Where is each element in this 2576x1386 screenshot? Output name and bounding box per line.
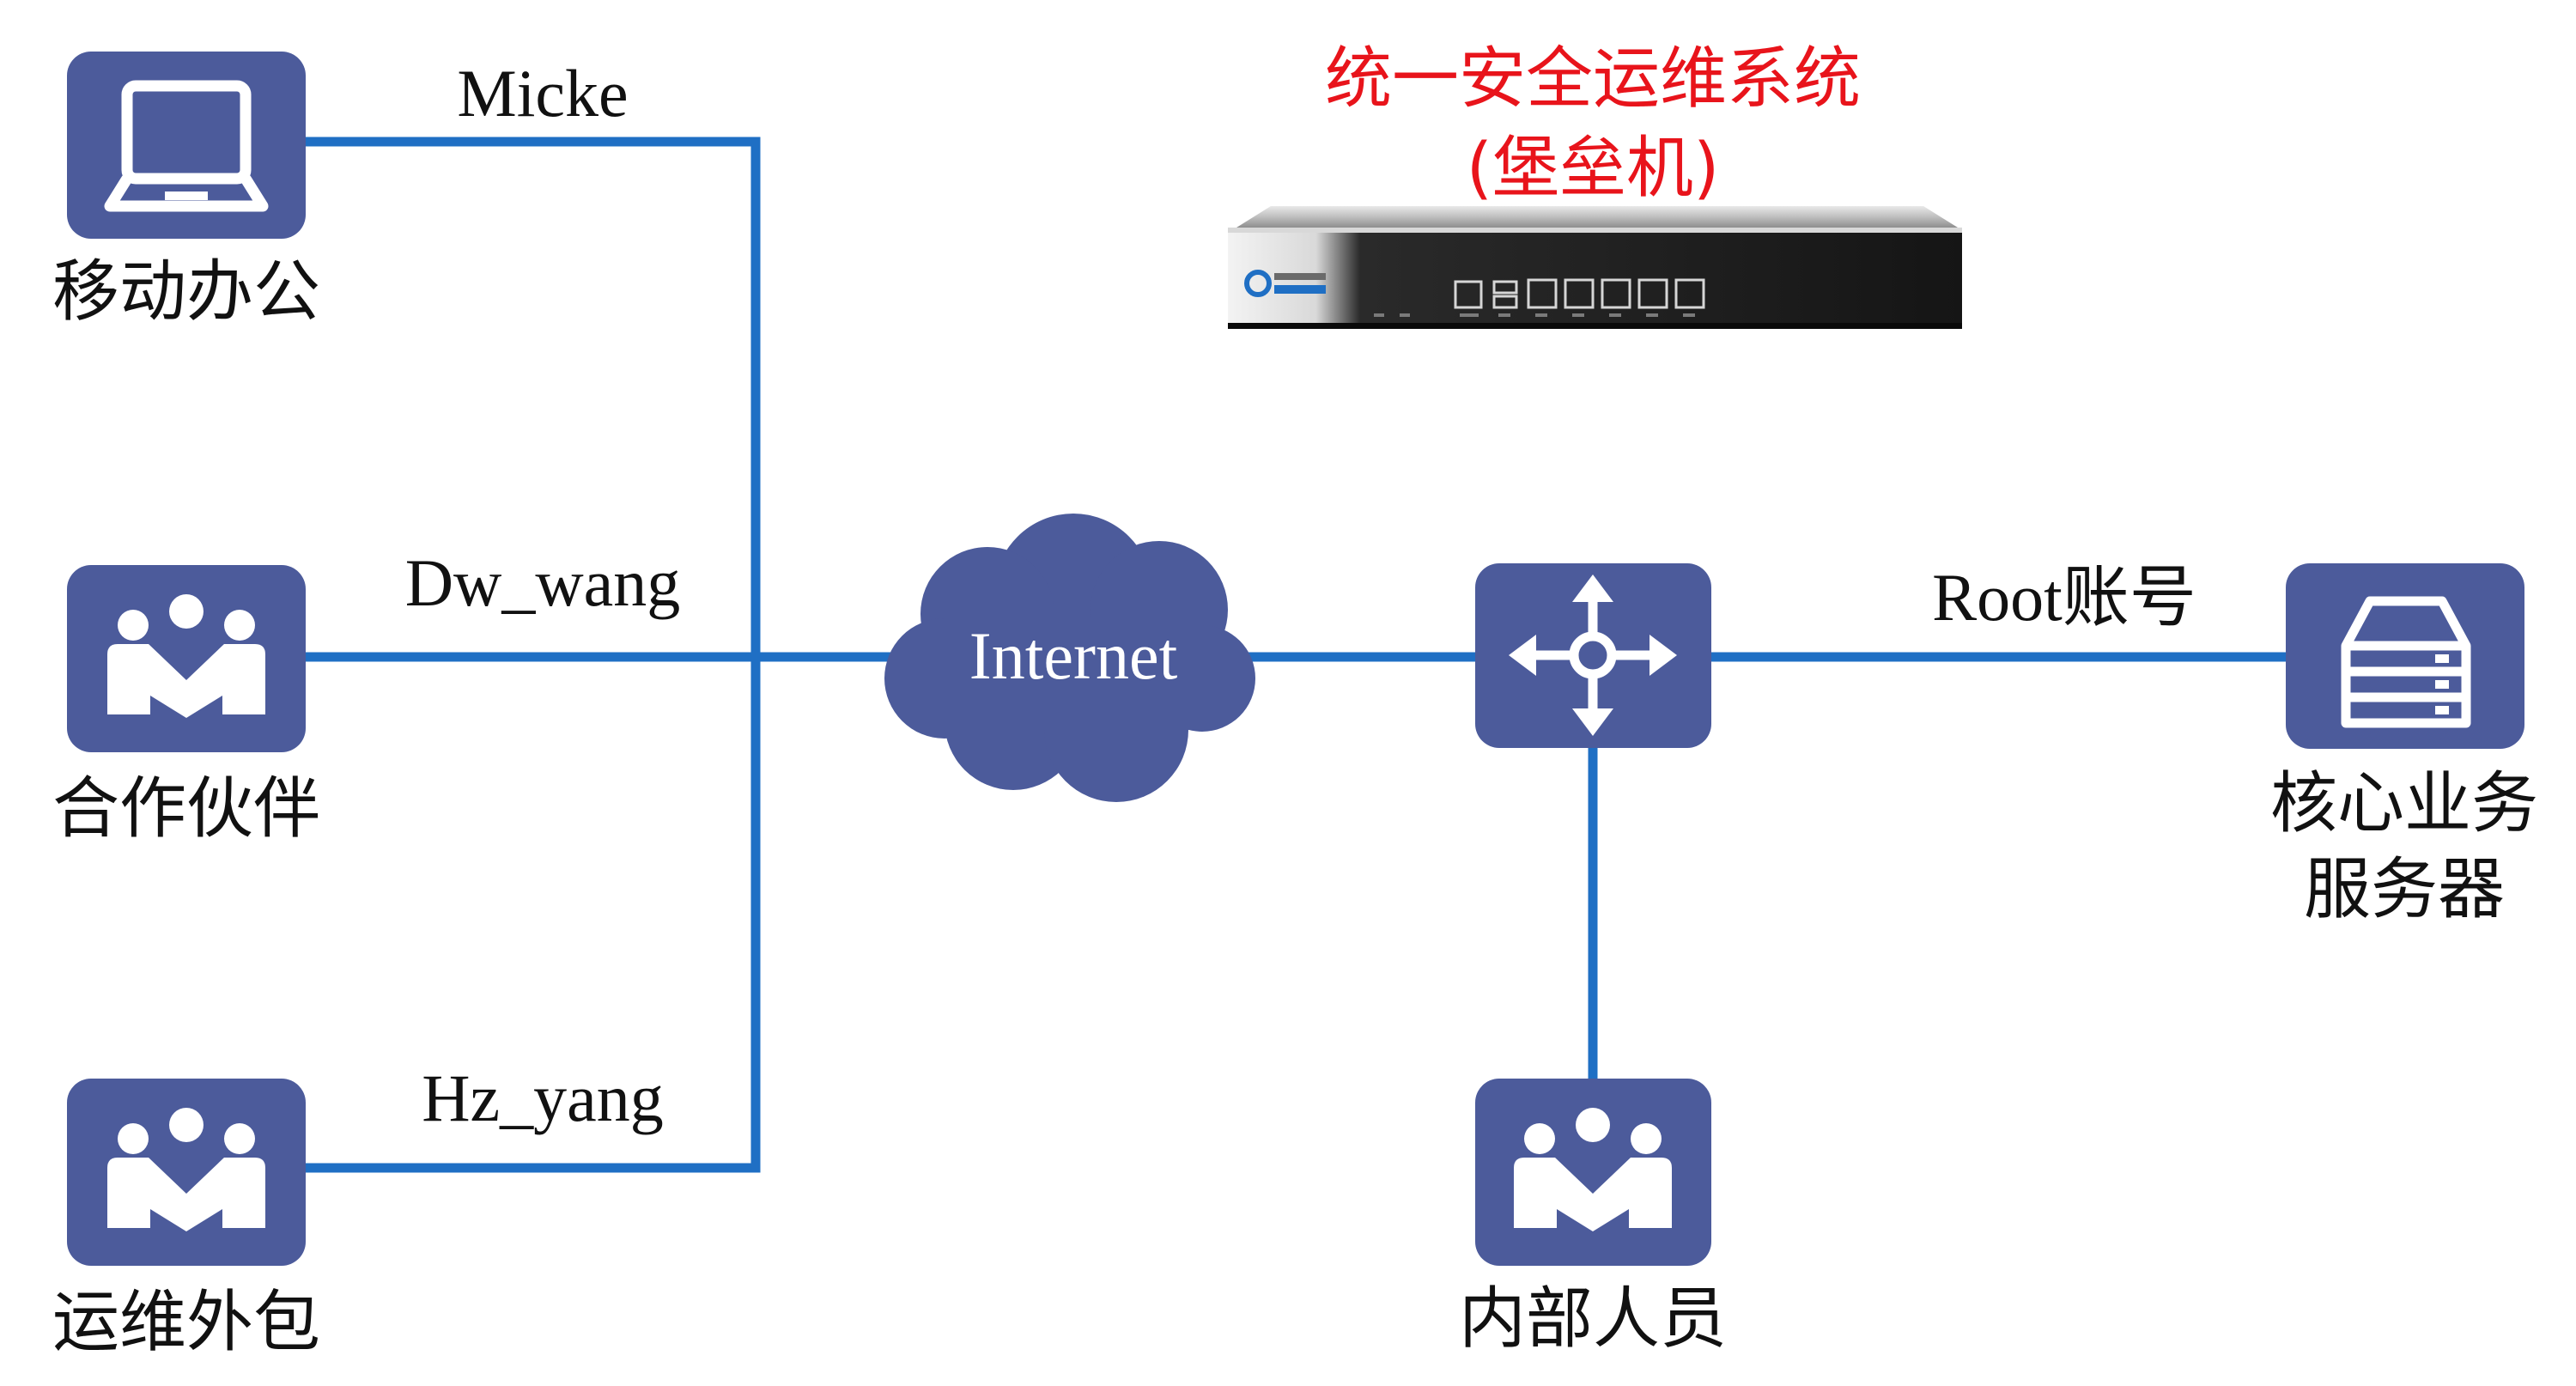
edge-label-mobile-office: Micke bbox=[457, 56, 628, 131]
title-line-2: (堡垒机) bbox=[1467, 130, 1720, 207]
edge-label-core-servers: Root账号 bbox=[1932, 560, 2196, 635]
node-core-servers: 核心业务 服务器 bbox=[2270, 563, 2538, 928]
edge-label-outsourced-ops: Hz_yang bbox=[422, 1061, 664, 1135]
connection-lines bbox=[295, 137, 2298, 1173]
router-icon bbox=[1509, 574, 1677, 736]
internet-label: Internet bbox=[969, 618, 1178, 693]
user-group-icon bbox=[107, 1108, 265, 1231]
internal-staff-tile bbox=[1475, 1079, 1711, 1266]
user-group-icon bbox=[107, 594, 265, 718]
internal-staff-label: 内部人员 bbox=[1459, 1280, 1727, 1358]
title-line-1: 统一安全运维系统 bbox=[1325, 40, 1861, 118]
core-servers-label-line-1: 核心业务 bbox=[2270, 765, 2538, 842]
node-partners: 合作伙伴 bbox=[52, 565, 320, 848]
laptop-icon bbox=[104, 80, 269, 212]
edge-label-partners: Dw_wang bbox=[405, 545, 681, 620]
node-mobile-office: 移动办公 bbox=[52, 52, 320, 331]
partners-tile bbox=[67, 565, 306, 752]
user-group-icon bbox=[1514, 1108, 1672, 1231]
mobile-office-label: 移动办公 bbox=[52, 253, 320, 331]
node-internal-staff: 内部人员 bbox=[1459, 1079, 1727, 1358]
node-outsourced-ops: 运维外包 bbox=[52, 1079, 320, 1361]
outsourced-ops-tile bbox=[67, 1079, 306, 1266]
node-internet: Internet bbox=[884, 514, 1255, 802]
server-icon bbox=[2341, 596, 2471, 728]
core-servers-label-line-2: 服务器 bbox=[2304, 851, 2505, 928]
node-router bbox=[1475, 563, 1711, 748]
outsourced-ops-label: 运维外包 bbox=[52, 1284, 320, 1361]
router-tile bbox=[1475, 563, 1711, 748]
bastion-host-appliance-image bbox=[1228, 206, 1962, 329]
partners-label: 合作伙伴 bbox=[52, 770, 320, 848]
cloud-icon bbox=[884, 514, 1255, 802]
system-title: 统一安全运维系统 (堡垒机) bbox=[1325, 40, 1861, 207]
